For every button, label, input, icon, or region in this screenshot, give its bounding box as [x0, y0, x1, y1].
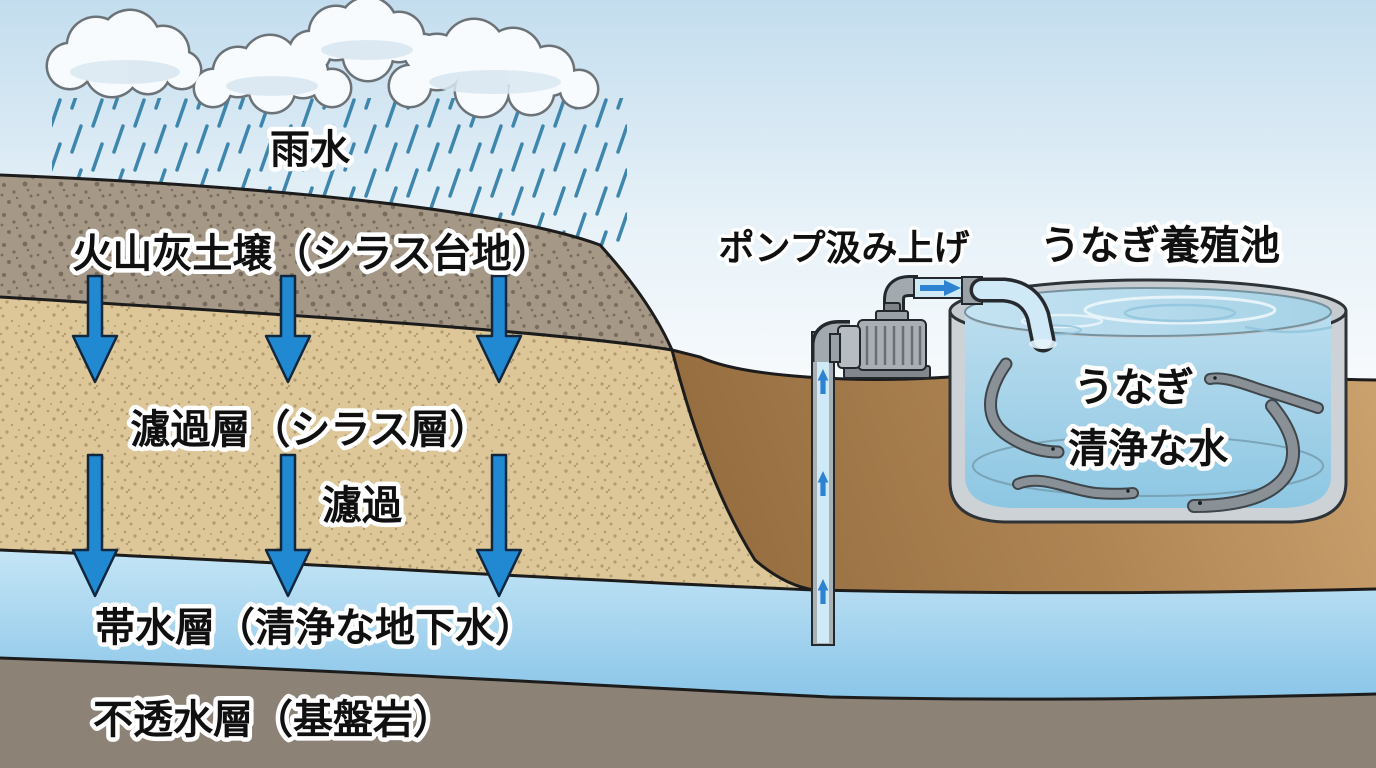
label-clean-water: 清浄な水: [1068, 426, 1229, 472]
ground-layers: [0, 173, 1376, 768]
eel-tank: [948, 278, 1348, 524]
shirasu-layer: [0, 297, 815, 590]
eel-icon: [1187, 399, 1301, 513]
pump-fins: [865, 326, 922, 365]
inflow-elbow: [961, 276, 1057, 353]
water-ripples: [1020, 295, 1333, 336]
eel-icon: [984, 357, 1065, 459]
eel-icon: [1204, 372, 1324, 414]
eels: [984, 357, 1324, 513]
tank-water-front: [965, 314, 1331, 508]
right-arrow-icon: [944, 280, 961, 296]
label-volcanic-soil: 火山灰土壌（シラス台地）: [72, 231, 551, 277]
well-pipe: [811, 331, 835, 646]
label-pump: ポンプ汲み上げ: [719, 227, 970, 269]
label-pond-title: うなぎ養殖池: [1040, 223, 1280, 269]
cloud-shading: [70, 40, 561, 96]
label-filtration: 濾過: [322, 483, 403, 529]
rain-clouds: [45, 0, 600, 119]
eel-icon: [1012, 474, 1139, 500]
label-eel: うなぎ: [1074, 365, 1194, 411]
labels: 雨水 火山灰土壌（シラス台地） 濾過層（シラス層） 濾過 帯水層（清浄な地下水）…: [68, 123, 1285, 748]
label-impermeable-layer: 不透水層（基盤岩）: [93, 697, 453, 743]
water-splash: [1029, 339, 1057, 349]
tank-floor-line: [972, 435, 1324, 497]
bedrock-layer: [0, 658, 1376, 768]
aquifer-layer: [0, 550, 1376, 700]
label-rainwater: 雨水: [270, 127, 351, 173]
label-aquifer: 帯水層（清浄な地下水）: [95, 605, 535, 651]
layer-boundaries: [0, 173, 1376, 701]
label-filter-layer: 濾過層（シラス層）: [130, 407, 489, 453]
discharge-pipe: [913, 277, 969, 299]
pump-icon: [811, 275, 931, 379]
